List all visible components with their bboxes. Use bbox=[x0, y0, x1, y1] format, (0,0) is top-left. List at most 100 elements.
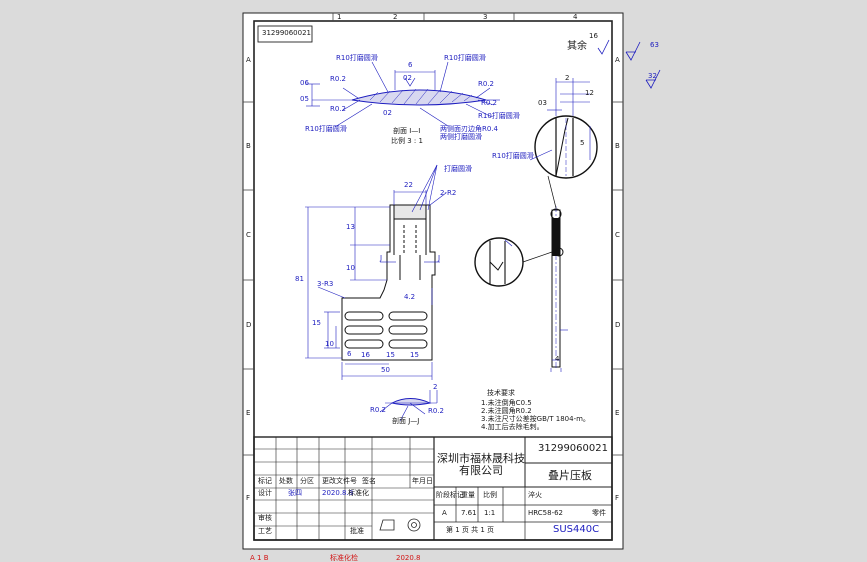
below-frame-middle: 标准化检 bbox=[330, 554, 358, 562]
zone-label-2: 2 bbox=[393, 13, 398, 21]
polish-note: 打磨圆滑 bbox=[444, 165, 472, 173]
dim-r02-4: R0.2 bbox=[481, 99, 497, 107]
dim-r10-top-left: R10打磨圆滑 bbox=[336, 54, 378, 62]
tech-req-line-2: 2.未注圆角R0.2 bbox=[481, 407, 532, 415]
tb-stage-value: A bbox=[442, 509, 447, 517]
part-name: 叠片压板 bbox=[548, 469, 592, 482]
tb-signer-1: 张四 bbox=[288, 489, 302, 497]
dim-2b: 2 bbox=[433, 383, 438, 391]
section-b-title: 剖面 J—J bbox=[392, 417, 420, 425]
dim-10b: 10 bbox=[325, 340, 334, 348]
dim-15b: 15 bbox=[386, 351, 395, 359]
tb-sign: 签名 bbox=[362, 477, 376, 485]
section-mark-j-right: J bbox=[438, 254, 441, 262]
section-mark-j-left: J bbox=[380, 254, 383, 262]
zone-side-B: B bbox=[246, 142, 251, 150]
zone-label-3: 3 bbox=[483, 13, 488, 21]
dim-r02-1: R0.2 bbox=[330, 75, 346, 83]
section-a-scale: 比例 3 : 1 bbox=[391, 137, 423, 145]
dim-06: 06 bbox=[300, 79, 309, 87]
dim-r10-bot-right: R10打磨圆滑 bbox=[478, 112, 520, 120]
tb-scale-label: 比例 bbox=[483, 491, 497, 499]
roughness-side-2: 32 bbox=[648, 72, 657, 80]
dim-r02-6: R0.2 bbox=[428, 407, 444, 415]
zone-side-F: F bbox=[246, 494, 251, 502]
section-i-i bbox=[306, 61, 500, 128]
roughness-side-1: 63 bbox=[650, 41, 659, 49]
tb-weight-label: 重量 bbox=[461, 491, 475, 499]
company-line1: 深圳市福林晟科技 bbox=[437, 452, 525, 465]
dim-03: 03 bbox=[538, 99, 547, 107]
dim-6b: 6 bbox=[347, 350, 352, 358]
tb-sheet-info: 第 1 页 共 1 页 bbox=[446, 526, 495, 534]
dim-13: 13 bbox=[346, 223, 355, 231]
dim-r10-bot-left: R10打磨圆滑 bbox=[305, 125, 347, 133]
detail-view-left bbox=[474, 237, 553, 287]
tb-process: 工艺 bbox=[258, 527, 272, 535]
zone-label-1: 1 bbox=[337, 13, 342, 21]
dim-r02-5: R0.2 bbox=[370, 406, 386, 414]
front-view-dims bbox=[305, 164, 447, 380]
edge-note-2: 两侧打磨圆滑 bbox=[440, 133, 482, 141]
dim-4-2: 4.2 bbox=[404, 293, 416, 301]
zone-side-D-right: D bbox=[615, 321, 621, 329]
tb-hardness: HRC58-62 bbox=[528, 509, 564, 517]
tb-heat-treat: 淬火 bbox=[528, 491, 542, 499]
section-a-title: 剖面 I—I bbox=[393, 127, 421, 135]
front-view bbox=[341, 204, 436, 361]
title-block bbox=[253, 436, 613, 541]
tech-req-line-4: 4.加工后去除毛刺。 bbox=[481, 423, 544, 431]
tb-design: 设计 bbox=[258, 489, 272, 497]
dim-05: 05 bbox=[300, 95, 309, 103]
zone-side-C: C bbox=[246, 231, 251, 239]
dim-4: 4 bbox=[555, 355, 560, 363]
zone-side-D: D bbox=[246, 321, 252, 329]
zone-side-E: E bbox=[246, 409, 251, 417]
tb-note-part: 零件 bbox=[592, 509, 606, 517]
zone-side-A-right: A bbox=[615, 56, 620, 64]
dim-5: 5 bbox=[580, 139, 585, 147]
tb-docno: 更改文件号 bbox=[322, 477, 357, 485]
drawing-number: 31299060021 bbox=[538, 443, 608, 454]
company-line2: 有限公司 bbox=[459, 464, 503, 477]
section-j-j bbox=[379, 390, 438, 422]
part-number-stamp: 31299060021 bbox=[262, 29, 311, 37]
zone-side-C-right: C bbox=[615, 231, 620, 239]
dim-50: 50 bbox=[381, 366, 390, 374]
tb-standardize: 标准化 bbox=[348, 489, 369, 497]
below-frame-left: A 1 B bbox=[250, 554, 269, 562]
tb-approve: 批准 bbox=[350, 527, 364, 535]
dim-10: 10 bbox=[346, 264, 355, 272]
tb-scale-value: 1:1 bbox=[484, 509, 496, 517]
dim-r10-top-right: R10打磨圆滑 bbox=[444, 54, 486, 62]
dim-r02-3: R0.2 bbox=[478, 80, 494, 88]
tech-req-line-1: 1.未注倒角C0.5 bbox=[481, 399, 532, 407]
tb-mark: 标记 bbox=[258, 477, 272, 485]
part-number-stamp-box bbox=[257, 25, 313, 43]
tb-zone: 分区 bbox=[300, 477, 314, 485]
roughness-main-label: 其余 bbox=[567, 41, 587, 52]
zone-side-E-right: E bbox=[615, 409, 620, 417]
detail-view-top bbox=[529, 78, 598, 209]
dim-02a: 02 bbox=[403, 74, 412, 82]
tech-req-line-3: 3.未注尺寸公差按GB/T 1804-m。 bbox=[481, 415, 590, 423]
dim-r10-side: R10打磨圆滑 bbox=[492, 152, 534, 160]
zone-side-F-right: F bbox=[615, 494, 620, 502]
tb-signer-2: 2020.8.8 bbox=[322, 489, 354, 497]
dim-02b: 02 bbox=[383, 109, 392, 117]
roughness-main-value: 16 bbox=[589, 32, 598, 40]
zone-label-4: 4 bbox=[573, 13, 578, 21]
zone-side-B-right: B bbox=[615, 142, 620, 150]
dim-2r2: 2-R2 bbox=[440, 189, 457, 197]
tb-date: 年月日 bbox=[412, 477, 433, 485]
dim-81: 81 bbox=[295, 275, 304, 283]
edge-note-1: 两侧面刃边角R0.4 bbox=[440, 125, 498, 133]
dim-16: 16 bbox=[361, 351, 370, 359]
dim-r02-2: R0.2 bbox=[330, 105, 346, 113]
tb-count: 处数 bbox=[279, 477, 293, 485]
zone-side-A: A bbox=[246, 56, 251, 64]
dim-6: 6 bbox=[408, 61, 413, 69]
tb-stage-label: 阶段标记 bbox=[436, 491, 464, 499]
dim-15c: 15 bbox=[410, 351, 419, 359]
